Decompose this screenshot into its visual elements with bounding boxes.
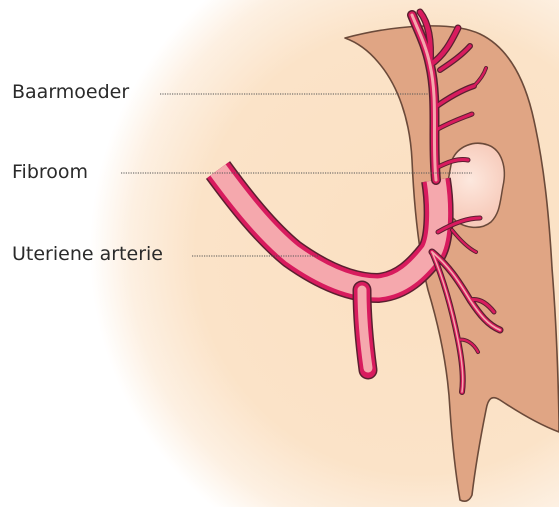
fibroid bbox=[446, 143, 504, 227]
label-uterine-artery: Uteriene arterie bbox=[12, 245, 163, 264]
label-uterus: Baarmoeder bbox=[12, 83, 129, 102]
label-fibroid: Fibroom bbox=[12, 163, 88, 182]
